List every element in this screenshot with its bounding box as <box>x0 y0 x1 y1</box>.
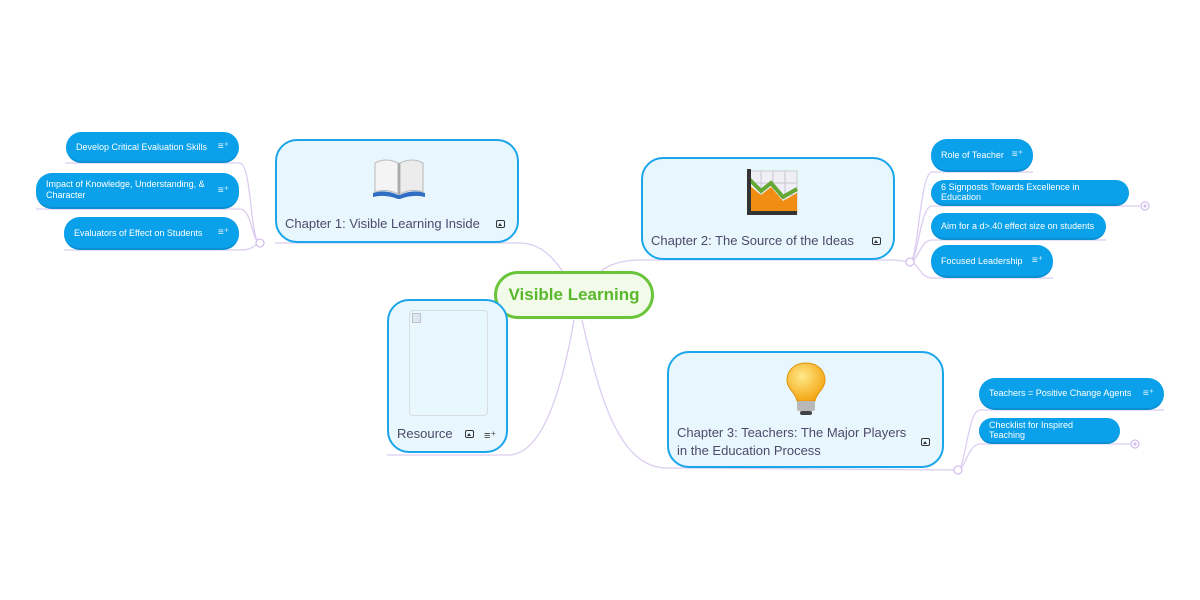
subtopic-label: Role of Teacher <box>941 149 1004 160</box>
root-topic-visible-learning[interactable]: Visible Learning <box>494 271 654 319</box>
subtopic-label: Checklist for Inspired Teaching <box>989 420 1074 440</box>
subtopic-label: Aim for a d>.40 effect size on students <box>941 220 1095 231</box>
topic-chapter-1[interactable]: Chapter 1: Visible Learning Inside <box>275 139 519 243</box>
chart-icon <box>747 169 798 215</box>
subtopic-label: Develop Critical Evaluation Skills <box>76 141 208 152</box>
subtopic-evaluators-of-effect[interactable]: Evaluators of Effect on Students ≡⁺ <box>64 217 239 250</box>
subtopic-focused-leadership[interactable]: Focused Leadership ≡⁺ <box>931 245 1053 278</box>
image-attachment-icon[interactable] <box>496 220 505 228</box>
subtopic-develop-critical-evaluation-skills[interactable]: Develop Critical Evaluation Skills ≡⁺ <box>66 132 239 163</box>
subtopic-label: 6 Signposts Towards Excellence in Educat… <box>941 182 1080 202</box>
topic-title: Resource <box>397 426 453 441</box>
subtopic-role-of-teacher[interactable]: Role of Teacher ≡⁺ <box>931 139 1033 172</box>
note-icon[interactable]: ≡⁺ <box>217 141 229 152</box>
lightbulb-icon <box>786 362 826 415</box>
image-attachment-icon[interactable] <box>921 438 930 446</box>
subtopic-label: Teachers = Positive Change Agents <box>989 388 1132 398</box>
subtopic-teachers-positive-change-agents[interactable]: Teachers = Positive Change Agents ≡⁺ <box>979 378 1164 410</box>
note-icon[interactable]: ≡⁺ <box>217 227 229 238</box>
subtopic-label: Impact of Knowledge, Understanding, & Ch… <box>46 179 205 200</box>
topic-resource[interactable]: Resource ≡⁺ <box>387 299 508 453</box>
open-book-icon <box>373 159 425 199</box>
subtopic-label: Evaluators of Effect on Students <box>74 227 203 238</box>
note-icon[interactable]: ≡⁺ <box>1031 255 1043 266</box>
topic-title: Chapter 2: The Source of the Ideas <box>651 233 854 248</box>
subtopic-label: Focused Leadership <box>941 255 1023 266</box>
topic-chapter-2[interactable]: Chapter 2: The Source of the Ideas <box>641 157 895 260</box>
subtopic-checklist-inspired-teaching[interactable]: Checklist for Inspired Teaching <box>979 418 1120 444</box>
subtopic-aim-for-effect-size[interactable]: Aim for a d>.40 effect size on students <box>931 213 1106 240</box>
subtopic-6-signposts[interactable]: 6 Signposts Towards Excellence in Educat… <box>931 180 1129 206</box>
note-icon[interactable]: ≡⁺ <box>484 430 497 442</box>
note-icon[interactable]: ≡⁺ <box>1011 149 1023 160</box>
broken-image-icon <box>409 310 488 416</box>
image-attachment-icon[interactable] <box>872 237 881 245</box>
note-icon[interactable]: ≡⁺ <box>217 184 229 196</box>
note-icon[interactable]: ≡⁺ <box>1142 387 1154 399</box>
subtopic-impact-of-knowledge[interactable]: Impact of Knowledge, Understanding, & Ch… <box>36 173 239 209</box>
image-attachment-icon[interactable] <box>465 430 474 438</box>
topic-title: Chapter 1: Visible Learning Inside <box>285 216 480 231</box>
